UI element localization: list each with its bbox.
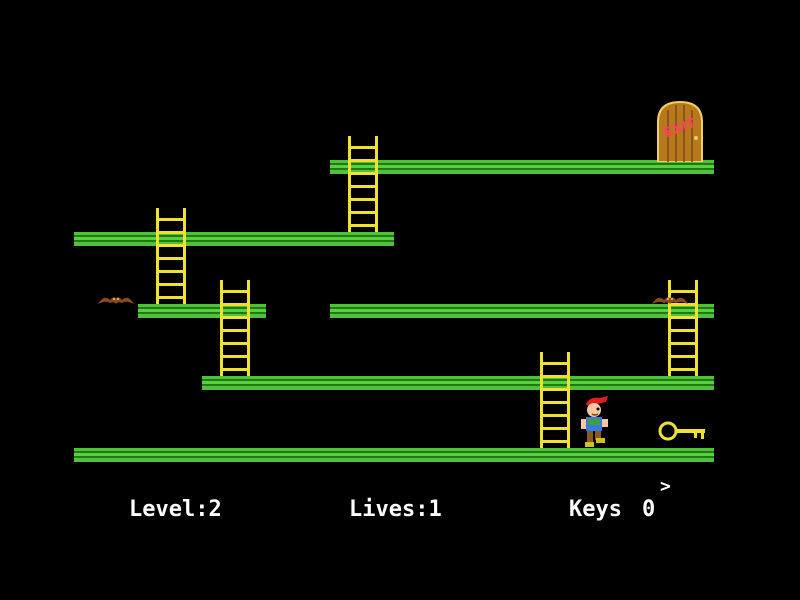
platform-upper-left <box>74 232 394 246</box>
ladder-top <box>348 136 378 232</box>
platform-middle-right <box>330 304 714 318</box>
lives-indicator: Lives:1 <box>296 472 442 547</box>
lives-label: Lives: <box>348 497 429 522</box>
exit-door-icon: EXIT <box>657 100 703 162</box>
bat-icon <box>652 297 688 304</box>
platform-ground <box>74 448 714 462</box>
ladder-lower <box>540 352 570 448</box>
level-value: 2 <box>208 497 222 522</box>
bat-icon <box>98 297 134 304</box>
platform-top <box>330 160 714 174</box>
keys-value: 0 <box>641 497 656 522</box>
level-label: Level: <box>128 497 209 522</box>
next-indicator: > <box>660 476 671 497</box>
ladder-middle-right <box>668 280 698 376</box>
keys-indicator: Keys 0 <box>516 472 655 547</box>
player-icon <box>581 396 608 447</box>
key-icon <box>658 421 705 441</box>
keys-label: Keys <box>568 497 622 522</box>
ladder-upper-left <box>156 208 186 304</box>
ladder-middle-left <box>220 280 250 376</box>
lives-value: 1 <box>428 497 442 522</box>
level-indicator: Level:2 <box>76 472 222 547</box>
platform-lower <box>202 376 714 390</box>
